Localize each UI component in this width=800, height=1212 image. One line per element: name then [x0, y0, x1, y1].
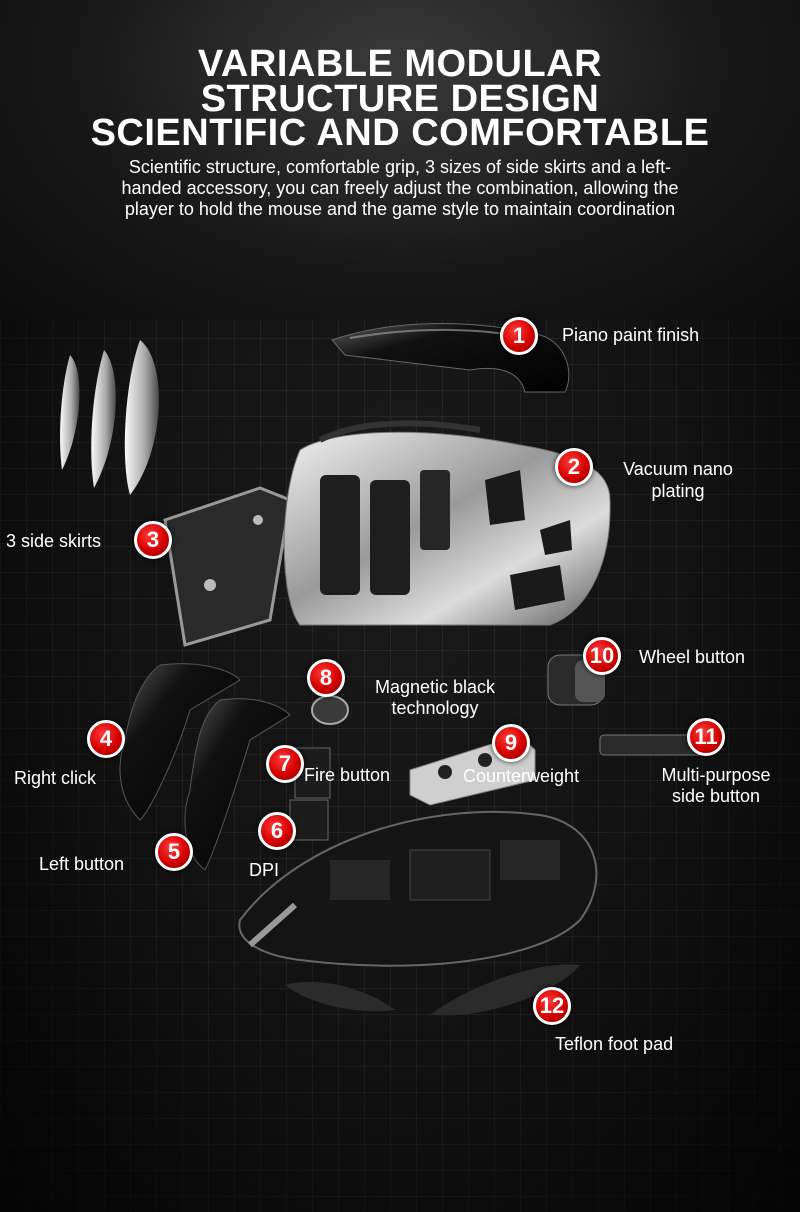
- subtitle: Scientific structure, comfortable grip, …: [121, 157, 679, 219]
- callout-label-1: Piano paint finish: [562, 325, 700, 345]
- callout-badge-2: 2: [555, 448, 593, 486]
- title-line-1: VARIABLE MODULAR: [197, 43, 603, 85]
- title-line-2: STRUCTURE DESIGN: [200, 78, 600, 120]
- callout-badge-12: 12: [533, 987, 571, 1025]
- callout-label-9: Counterweight: [463, 766, 580, 786]
- callout-label-8b: technology: [391, 698, 479, 718]
- side-skirts-part: [60, 340, 159, 495]
- callout-label-8a: Magnetic black: [374, 677, 496, 697]
- right-click-part: [119, 663, 241, 821]
- left-button-part: [184, 698, 291, 871]
- teflon-pads-part: [285, 964, 580, 1016]
- callout-badge-4: 4: [87, 720, 125, 758]
- callout-label-7: Fire button: [304, 765, 391, 785]
- callout-label-12: Teflon foot pad: [555, 1034, 674, 1054]
- callout-label-11b: side button: [671, 786, 761, 806]
- fire-dpi-part: [289, 747, 331, 841]
- base-plate-part: [238, 810, 598, 967]
- callout-badge-6: 6: [258, 812, 296, 850]
- callout-badge-10: 10: [583, 637, 621, 675]
- callout-label-3: 3 side skirts: [6, 531, 102, 551]
- callout-label-4: Right click: [14, 768, 97, 788]
- callout-badge-8: 8: [307, 659, 345, 697]
- callout-badge-7: 7: [266, 745, 304, 783]
- callout-badge-9: 9: [492, 724, 530, 762]
- title-line-3: SCIENTIFIC AND COMFORTABLE: [90, 112, 710, 154]
- callout-badge-11: 11: [687, 718, 725, 756]
- callout-label-2b: plating: [651, 481, 705, 501]
- header-band: [0, 0, 800, 320]
- callout-label-11a: Multi-purpose: [661, 765, 771, 785]
- callout-label-10: Wheel button: [639, 647, 746, 667]
- callout-label-2a: Vacuum nano: [623, 459, 733, 479]
- chrome-chassis-part: [283, 420, 611, 626]
- callout-label-6: DPI: [249, 860, 280, 880]
- side-shell-part: [163, 486, 292, 647]
- callout-label-5: Left button: [39, 854, 125, 874]
- callout-badge-1: 1: [500, 317, 538, 355]
- callout-badge-3: 3: [134, 521, 172, 559]
- magnet-part: [311, 695, 349, 725]
- callout-badge-5: 5: [155, 833, 193, 871]
